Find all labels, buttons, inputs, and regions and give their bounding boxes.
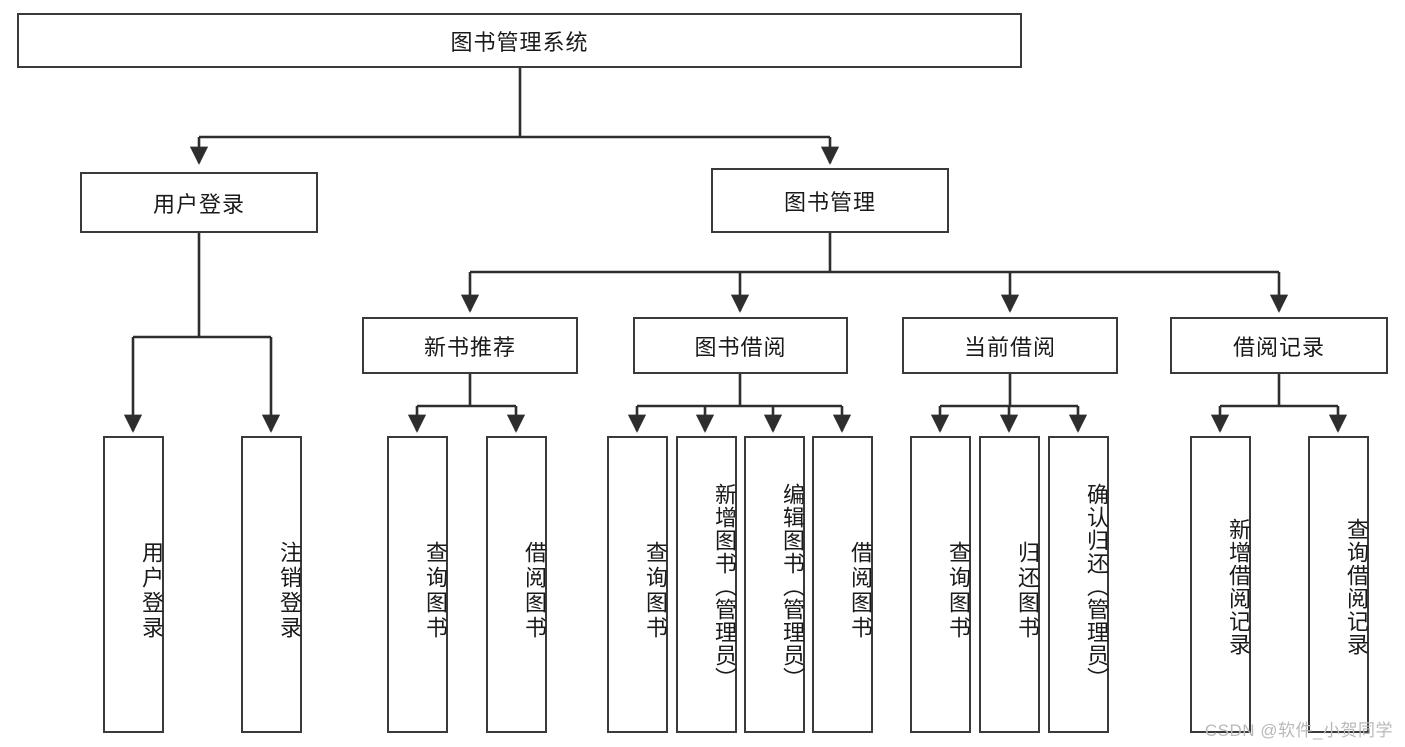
node-book-manage[interactable]: 图书管理: [711, 168, 949, 233]
leaf-query-book-2-label: 查询图书: [643, 540, 668, 641]
node-book-borrow[interactable]: 图书借阅: [633, 317, 848, 374]
node-book-manage-label: 图书管理: [783, 189, 876, 215]
leaf-edit-book[interactable]: 编辑图书（管理员）: [744, 436, 805, 733]
leaf-add-record[interactable]: 新增借阅记录: [1190, 436, 1251, 733]
leaf-query-book-2[interactable]: 查询图书: [607, 436, 668, 733]
leaf-edit-book-label: 编辑图书（管理员）: [780, 483, 805, 690]
leaf-query-book-1[interactable]: 查询图书: [387, 436, 448, 733]
leaf-query-book-3[interactable]: 查询图书: [910, 436, 971, 733]
leaf-confirm-return[interactable]: 确认归还（管理员）: [1048, 436, 1109, 733]
node-user-login-label: 用户登录: [152, 191, 245, 217]
leaf-query-book-3-label: 查询图书: [946, 540, 971, 641]
node-root-label: 图书管理系统: [450, 29, 589, 55]
node-book-borrow-label: 图书借阅: [694, 334, 787, 360]
leaf-user-login-label: 用户登录: [139, 540, 164, 641]
node-current-borrow[interactable]: 当前借阅: [902, 317, 1118, 374]
watermark: CSDN @软件_小贺同学: [1204, 721, 1393, 740]
node-borrow-record[interactable]: 借阅记录: [1170, 317, 1388, 374]
leaf-user-logout[interactable]: 注销登录: [241, 436, 302, 733]
leaf-borrow-book-2[interactable]: 借阅图书: [812, 436, 873, 733]
node-new-book-rec-label: 新书推荐: [423, 334, 516, 360]
leaf-query-book-1-label: 查询图书: [423, 540, 448, 641]
leaf-query-record[interactable]: 查询借阅记录: [1308, 436, 1369, 733]
leaf-user-login[interactable]: 用户登录: [103, 436, 164, 733]
leaf-query-record-label: 查询借阅记录: [1344, 517, 1369, 656]
leaf-confirm-return-label: 确认归还（管理员）: [1084, 483, 1109, 690]
leaf-borrow-book-2-label: 借阅图书: [848, 540, 873, 641]
leaf-borrow-book-1[interactable]: 借阅图书: [486, 436, 547, 733]
leaf-return-book-label: 归还图书: [1015, 540, 1040, 641]
node-borrow-record-label: 借阅记录: [1232, 334, 1325, 360]
leaf-add-book[interactable]: 新增图书（管理员）: [676, 436, 737, 733]
leaf-borrow-book-1-label: 借阅图书: [522, 540, 547, 641]
node-root[interactable]: 图书管理系统: [17, 13, 1022, 68]
node-new-book-rec[interactable]: 新书推荐: [362, 317, 578, 374]
node-user-login[interactable]: 用户登录: [80, 172, 318, 233]
leaf-user-logout-label: 注销登录: [277, 540, 302, 641]
leaf-return-book[interactable]: 归还图书: [979, 436, 1040, 733]
leaf-add-book-label: 新增图书（管理员）: [712, 483, 737, 690]
leaf-add-record-label: 新增借阅记录: [1226, 517, 1251, 656]
node-current-borrow-label: 当前借阅: [963, 334, 1056, 360]
